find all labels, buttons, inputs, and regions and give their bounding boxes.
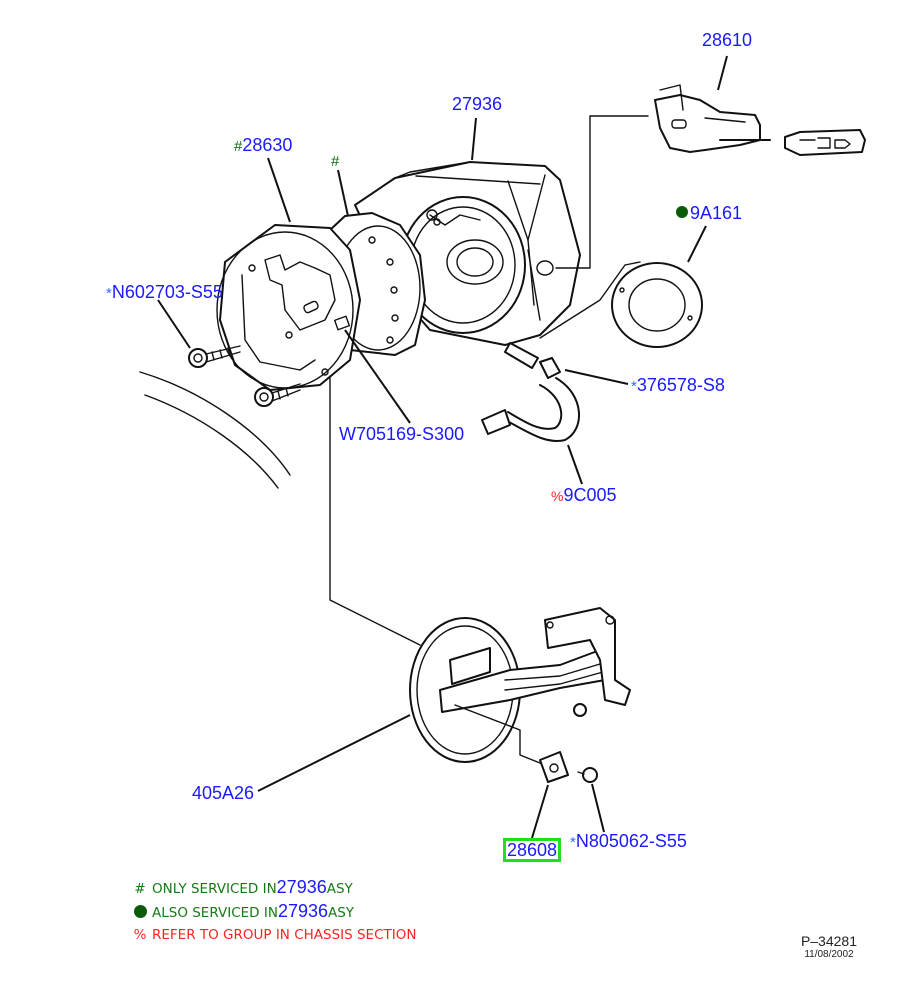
legend-text-suffix: ASY (328, 905, 355, 921)
actuator-cable (555, 115, 649, 269)
legend-ref-link[interactable]: 27936 (276, 877, 327, 897)
fastener-star-icon: * (570, 834, 576, 851)
leader-lines (157, 55, 728, 839)
actuator-28610-drawing[interactable] (654, 84, 866, 156)
clip-line (454, 704, 546, 766)
part-number: 376578-S8 (636, 375, 725, 395)
refer-chassis-percent-icon: % (551, 488, 564, 504)
illustration-reference: P–34281 11/08/2002 (801, 933, 857, 961)
legend-ref-link[interactable]: 27936 (277, 901, 328, 921)
only-serviced-hash-icon: # (234, 138, 243, 155)
hose-9c005-drawing[interactable] (481, 357, 580, 442)
part-number: 27936 (452, 94, 503, 114)
legend-text-suffix: ASY (326, 881, 353, 897)
legend-row-only-serviced: # ONLY SERVICED IN27936ASY (132, 876, 416, 900)
part-number: 405A26 (192, 783, 255, 803)
part-label-376578-s8[interactable]: *376578-S8 (631, 375, 725, 397)
screw-n805062-drawing[interactable] (577, 767, 598, 783)
clip-28608-drawing[interactable] (539, 751, 569, 783)
grommet-9a161-drawing[interactable] (611, 262, 703, 348)
part-number: N805062-S55 (575, 831, 687, 851)
part-number: W705169-S300 (339, 424, 465, 444)
fastener-star-icon: * (106, 285, 112, 302)
body-panel-outline (139, 371, 291, 489)
only-serviced-hash-icon: # (331, 153, 340, 170)
legend-text: ALSO SERVICED IN (152, 905, 278, 921)
part-number: 28610 (702, 30, 753, 50)
part-label-28610[interactable]: 28610 (702, 30, 752, 50)
bracket-28630-drawing[interactable] (216, 224, 361, 391)
fastener-star-icon: * (631, 378, 637, 395)
part-number: 9C005 (563, 485, 617, 505)
hash-icon: # (134, 881, 146, 897)
part-label-27936[interactable]: 27936 (452, 94, 502, 114)
part-number: 28630 (242, 135, 293, 155)
part-number: 9A161 (690, 203, 743, 223)
also-serviced-dot-icon (676, 206, 688, 218)
part-label-n805062-s55[interactable]: *N805062-S55 (570, 831, 687, 853)
legend-text: ONLY SERVICED IN (152, 881, 277, 897)
vent-line (539, 261, 641, 339)
legend: #ONLY SERVICED IN27936ASY ALSO SERVICED … (132, 876, 416, 946)
legend-row-also-serviced: ALSO SERVICED IN27936ASY (132, 900, 416, 924)
dot-icon (132, 902, 148, 924)
illustration-code: P–34281 (800, 933, 857, 949)
part-label-9c005[interactable]: %9C005 (551, 485, 617, 506)
percent-icon: % (133, 927, 147, 943)
part-label-28630[interactable]: #28630 (234, 135, 292, 157)
part-label-405a26[interactable]: 405A26 (192, 783, 254, 803)
part-label-gasket[interactable]: # (331, 150, 339, 172)
part-label-w705169-s300[interactable]: W705169-S300 (339, 424, 464, 444)
legend-text: REFER TO GROUP IN CHASSIS SECTION (152, 927, 417, 943)
part-number: 28608 (507, 840, 558, 860)
part-number: N602703-S55 (111, 282, 223, 302)
illustration-date: 11/08/2002 (804, 949, 854, 960)
part-label-9a161[interactable]: 9A161 (676, 203, 742, 223)
screw-n602703-drawing[interactable] (188, 345, 301, 407)
door-link-line (329, 377, 421, 646)
part-label-28608-selected[interactable]: 28608 (502, 838, 562, 862)
legend-row-refer-chassis: % REFER TO GROUP IN CHASSIS SECTION (132, 924, 417, 946)
part-label-n602703-s55[interactable]: *N602703-S55 (106, 282, 223, 304)
